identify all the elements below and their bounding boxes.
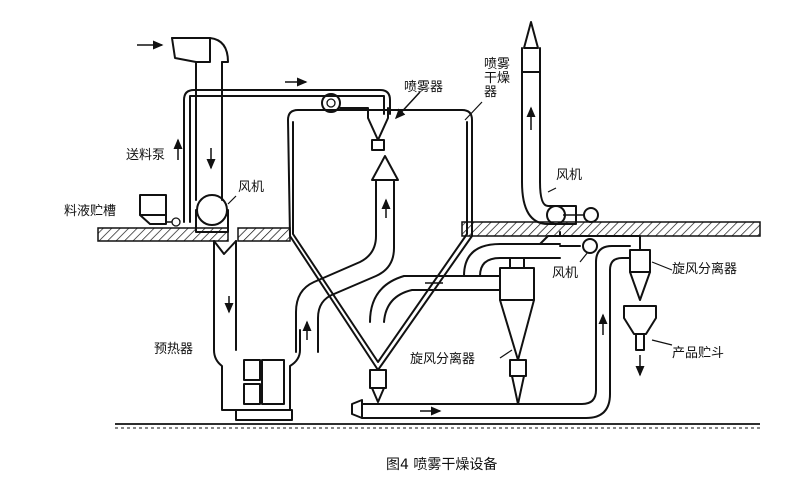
dryer-outlet-pipe [369,275,501,323]
label-spray-dryer: 喷雾干燥器 [484,57,511,100]
leader-cyclone-center [499,349,513,359]
label-preheater: 预热器 [154,342,194,357]
leader-spray-dryer [464,101,483,121]
label-cyclone-center: 旋风分离器 [410,352,476,367]
preheater [213,240,301,421]
leader-fan-lower [579,251,589,263]
fan-left [195,194,229,233]
feed-tank [139,194,181,227]
label-sprayer: 喷雾器 [404,80,444,95]
label-fan-left: 风机 [238,180,265,195]
label-cyclone-right: 旋风分离器 [672,262,738,277]
label-feed-tank: 料液贮槽 [64,204,117,219]
sprayer [321,91,421,151]
label-fan-right: 风机 [556,168,583,183]
leader-cyclone-right [651,261,673,271]
label-fan-lower: 风机 [552,266,579,281]
bottom-conveying-line [351,245,631,419]
label-feed-pump: 送料泵 [126,148,166,163]
fan-lower [559,235,641,254]
ground-floor [115,423,760,429]
cyclone-center [463,231,561,405]
label-product-hopper: 产品贮斗 [672,346,725,361]
leader-fan-right [547,187,557,193]
fan-right [521,181,599,225]
leader-fan-left [227,195,237,205]
cyclone-right [623,249,673,377]
air-intake-duct [137,37,229,201]
feed-pipe [173,77,391,223]
exhaust-stack [521,21,541,183]
spray-dryer-chamber [287,109,473,403]
figure-caption: 图4 喷雾干燥设备 [386,457,498,473]
hot-air-duct [295,155,399,353]
